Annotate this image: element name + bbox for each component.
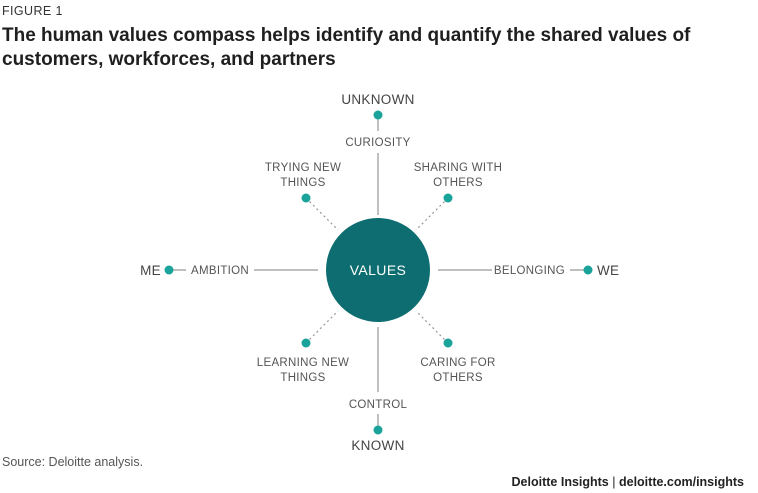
center-circle — [326, 218, 430, 322]
pole-label-bottom: KNOWN — [351, 438, 404, 453]
diagonal-line-bottom-left — [305, 310, 339, 344]
diagonal-line-top-right — [415, 197, 449, 231]
dot-bottom — [373, 425, 383, 435]
dot-right — [583, 265, 593, 275]
credit-url: deloitte.com/insights — [618, 475, 744, 489]
dot-top-left — [301, 193, 311, 203]
diagonal-line-top-left — [305, 197, 339, 231]
diagonal-label-top-left-line2: THINGS — [280, 177, 325, 189]
diagonal-line-bottom-right — [415, 310, 449, 344]
dot-top — [373, 110, 383, 120]
axis-label-top: CURIOSITY — [345, 137, 410, 149]
diagonal-label-top-left-line1: TRYING NEW — [265, 162, 341, 174]
diagonal-label-bottom-left-line2: THINGS — [280, 372, 325, 384]
dot-bottom-left — [301, 338, 311, 348]
diagonal-label-top-right-line2: OTHERS — [433, 177, 483, 189]
figure-label: FIGURE 1 — [2, 4, 63, 18]
credit-brand: Deloitte Insights — [511, 475, 609, 489]
dot-left — [164, 265, 174, 275]
axis-label-bottom: CONTROL — [349, 399, 408, 411]
source-note: Source: Deloitte analysis. — [2, 455, 144, 469]
dot-bottom-right — [443, 338, 453, 348]
diagonal-label-bottom-left-line1: LEARNING NEW — [257, 357, 349, 369]
diagonal-label-bottom-right-line2: OTHERS — [433, 372, 483, 384]
pole-label-right: WE — [597, 263, 619, 278]
diagonal-label-bottom-right-line1: CARING FOR — [420, 357, 495, 369]
page-title: The human values compass helps identify … — [2, 25, 691, 70]
axis-label-right: BELONGING — [494, 265, 565, 277]
credit-line: Deloitte Insights | deloitte.com/insight… — [512, 475, 744, 489]
pole-label-top: UNKNOWN — [341, 92, 414, 107]
center-label: VALUES — [350, 262, 407, 278]
credit-separator: | — [612, 475, 616, 489]
pole-label-left: ME — [140, 263, 161, 278]
diagonal-label-top-right-line1: SHARING WITH — [414, 162, 503, 174]
axis-label-left: AMBITION — [191, 265, 249, 277]
dot-top-right — [443, 193, 453, 203]
